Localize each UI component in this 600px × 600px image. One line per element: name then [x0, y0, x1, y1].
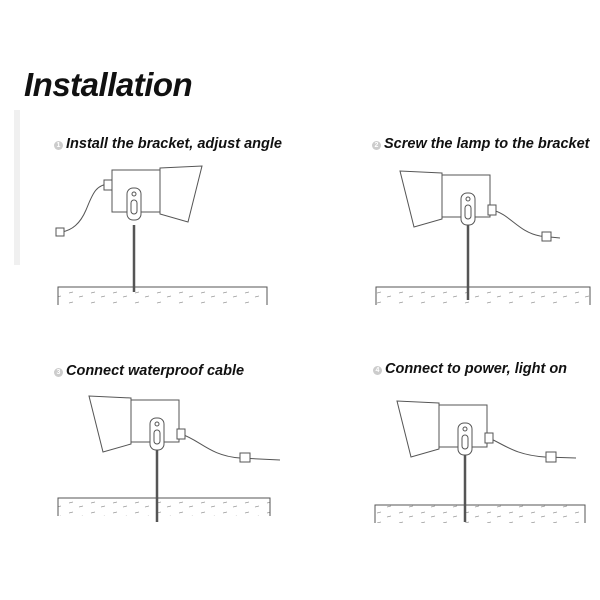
cable-gland — [484, 432, 494, 444]
lamp — [396, 400, 488, 458]
page-title: Installation — [24, 66, 193, 103]
cable — [491, 209, 561, 239]
cable — [61, 183, 111, 233]
lamp — [399, 170, 491, 228]
step-number-badge: 2 — [372, 141, 381, 150]
ground — [57, 286, 268, 305]
step-label: Screw the lamp to the bracket — [384, 136, 590, 152]
step-number-badge: 3 — [54, 368, 63, 377]
step-1-illustration — [55, 165, 268, 305]
ground — [374, 504, 586, 523]
cable-connector — [545, 451, 557, 463]
cable-gland — [176, 428, 186, 440]
cable — [180, 433, 281, 461]
step-number-badge: 4 — [373, 366, 382, 375]
step-2-illustration — [375, 170, 591, 305]
cable-connector — [55, 227, 65, 237]
step-number-badge: 1 — [54, 141, 63, 150]
step-4-illustration — [374, 400, 586, 523]
step-label: Connect waterproof cable — [66, 363, 245, 379]
ground — [375, 286, 591, 305]
cable-connector — [239, 452, 251, 463]
cable-gland — [487, 204, 497, 216]
cable-gland — [103, 179, 113, 191]
step-3-illustration — [57, 395, 281, 522]
lamp — [111, 165, 203, 223]
decorative-bar — [14, 110, 20, 265]
lamp — [88, 395, 180, 453]
step-label: Install the bracket, adjust angle — [66, 136, 282, 152]
step-label: Connect to power, light on — [385, 361, 568, 377]
cable-connector — [541, 231, 552, 242]
ground — [57, 497, 271, 516]
cable — [488, 437, 577, 459]
